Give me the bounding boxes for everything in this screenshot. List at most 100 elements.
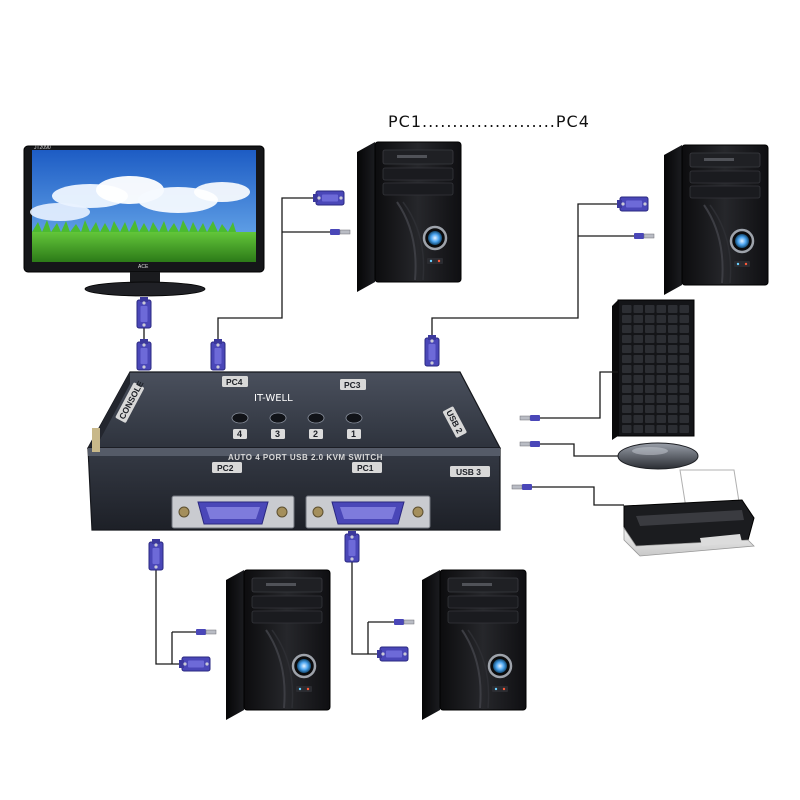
keyboard-key [645, 365, 655, 373]
pc3-tower-icon [420, 568, 528, 722]
printer-icon [623, 469, 755, 557]
keyboard-key [645, 345, 655, 353]
vga-connector-icon [136, 296, 152, 329]
usb-connector-icon [329, 228, 351, 236]
usb-connector-icon [519, 414, 541, 422]
keyboard-key [645, 415, 655, 423]
pc1-tower-icon [355, 140, 463, 294]
keyboard-key [656, 315, 666, 323]
vga-connector-icon [312, 190, 345, 206]
keyboard-key [633, 375, 643, 383]
keyboard-key [656, 365, 666, 373]
keyboard-key [679, 425, 689, 433]
usb-connector-icon [393, 618, 415, 626]
kvm-button-label-4: 4 [237, 429, 242, 439]
kvm-button-4[interactable]: 4 [231, 412, 249, 439]
kvm-usb-front-label: USB 3 [456, 467, 481, 477]
kvm-model: AUTO 4 PORT USB 2.0 KVM SWITCH [228, 453, 383, 462]
keyboard-key [656, 375, 666, 383]
vga-connector-icon [344, 530, 360, 563]
keyboard-key [679, 325, 689, 333]
cables [143, 197, 640, 665]
keyboard-key [668, 315, 678, 323]
keyboard-key [668, 325, 678, 333]
keyboard-key [622, 425, 632, 433]
monitor-brand: JT2090 [34, 145, 51, 151]
keyboard-key [645, 325, 655, 333]
keyboard-key [679, 395, 689, 403]
keyboard-key [679, 365, 689, 373]
kvm-vga-port-pc1[interactable] [305, 495, 431, 529]
pc2-tower-icon [224, 568, 332, 722]
keyboard-key [645, 395, 655, 403]
keyboard-key [668, 385, 678, 393]
keyboard-key [668, 345, 678, 353]
keyboard-key [622, 315, 632, 323]
kvm-vga-port-pc2[interactable] [171, 495, 295, 529]
keyboard-key [622, 305, 632, 313]
keyboard-key [645, 315, 655, 323]
usb-connector-icon [511, 483, 533, 491]
keyboard-key [633, 425, 643, 433]
keyboard-key [679, 355, 689, 363]
keyboard-key [668, 415, 678, 423]
keyboard-key [633, 345, 643, 353]
vga-connector-icon [210, 338, 226, 371]
monitor-stand-logo: ACE [138, 264, 149, 270]
usb-connector-icon [519, 440, 541, 448]
kvm-button-3[interactable]: 3 [269, 412, 287, 439]
keyboard-key [622, 335, 632, 343]
keyboard-key [622, 325, 632, 333]
vga-connector-icon [424, 334, 440, 367]
keyboard-key [656, 395, 666, 403]
kvm-button-1[interactable]: 1 [345, 412, 363, 439]
keyboard-key [633, 385, 643, 393]
keyboard-key [679, 385, 689, 393]
keyboard-key [633, 305, 643, 313]
keyboard-key [679, 305, 689, 313]
diagram-title: PC1......................PC4 [388, 112, 590, 131]
keyboard-key [622, 365, 632, 373]
keyboard-key [668, 425, 678, 433]
keyboard-key [679, 315, 689, 323]
monitor-icon: JT2090 ACE [23, 145, 265, 297]
keyboard-key [645, 375, 655, 383]
keyboard-key [668, 365, 678, 373]
keyboard-key [622, 375, 632, 383]
keyboard-key [668, 355, 678, 363]
kvm-front-port-left: PC2 [217, 463, 234, 473]
vga-connector-icon [136, 338, 152, 371]
keyboard-icon [612, 299, 695, 440]
kvm-switch: PC4 PC3 IT-WELL 4 3 2 1 CONSOLE [86, 371, 501, 531]
kvm-top-port-right: PC3 [344, 380, 361, 390]
keyboard-key [645, 355, 655, 363]
keyboard-key [679, 375, 689, 383]
keyboard-key [633, 315, 643, 323]
keyboard-key [633, 395, 643, 403]
kvm-button-2[interactable]: 2 [307, 412, 325, 439]
keyboard-key [679, 335, 689, 343]
pc4-tower-icon [662, 143, 770, 297]
keyboard-key [633, 365, 643, 373]
keyboard-key [656, 345, 666, 353]
keyboard-key [668, 405, 678, 413]
keyboard-key [622, 385, 632, 393]
keyboard-key [622, 395, 632, 403]
keyboard-key [656, 425, 666, 433]
keyboard-key [645, 335, 655, 343]
keyboard-key [656, 385, 666, 393]
keyboard-key [656, 405, 666, 413]
keyboard-key [656, 305, 666, 313]
kvm-button-label-2: 2 [313, 429, 318, 439]
kvm-button-label-1: 1 [351, 429, 356, 439]
keyboard-key [679, 405, 689, 413]
keyboard-key [622, 405, 632, 413]
vga-connector-icon [148, 538, 164, 571]
keyboard-key [622, 345, 632, 353]
keyboard-key [668, 375, 678, 383]
kvm-top-port-left: PC4 [226, 377, 243, 387]
keyboard-key [656, 325, 666, 333]
keyboard-key [668, 335, 678, 343]
keyboard-key [668, 305, 678, 313]
